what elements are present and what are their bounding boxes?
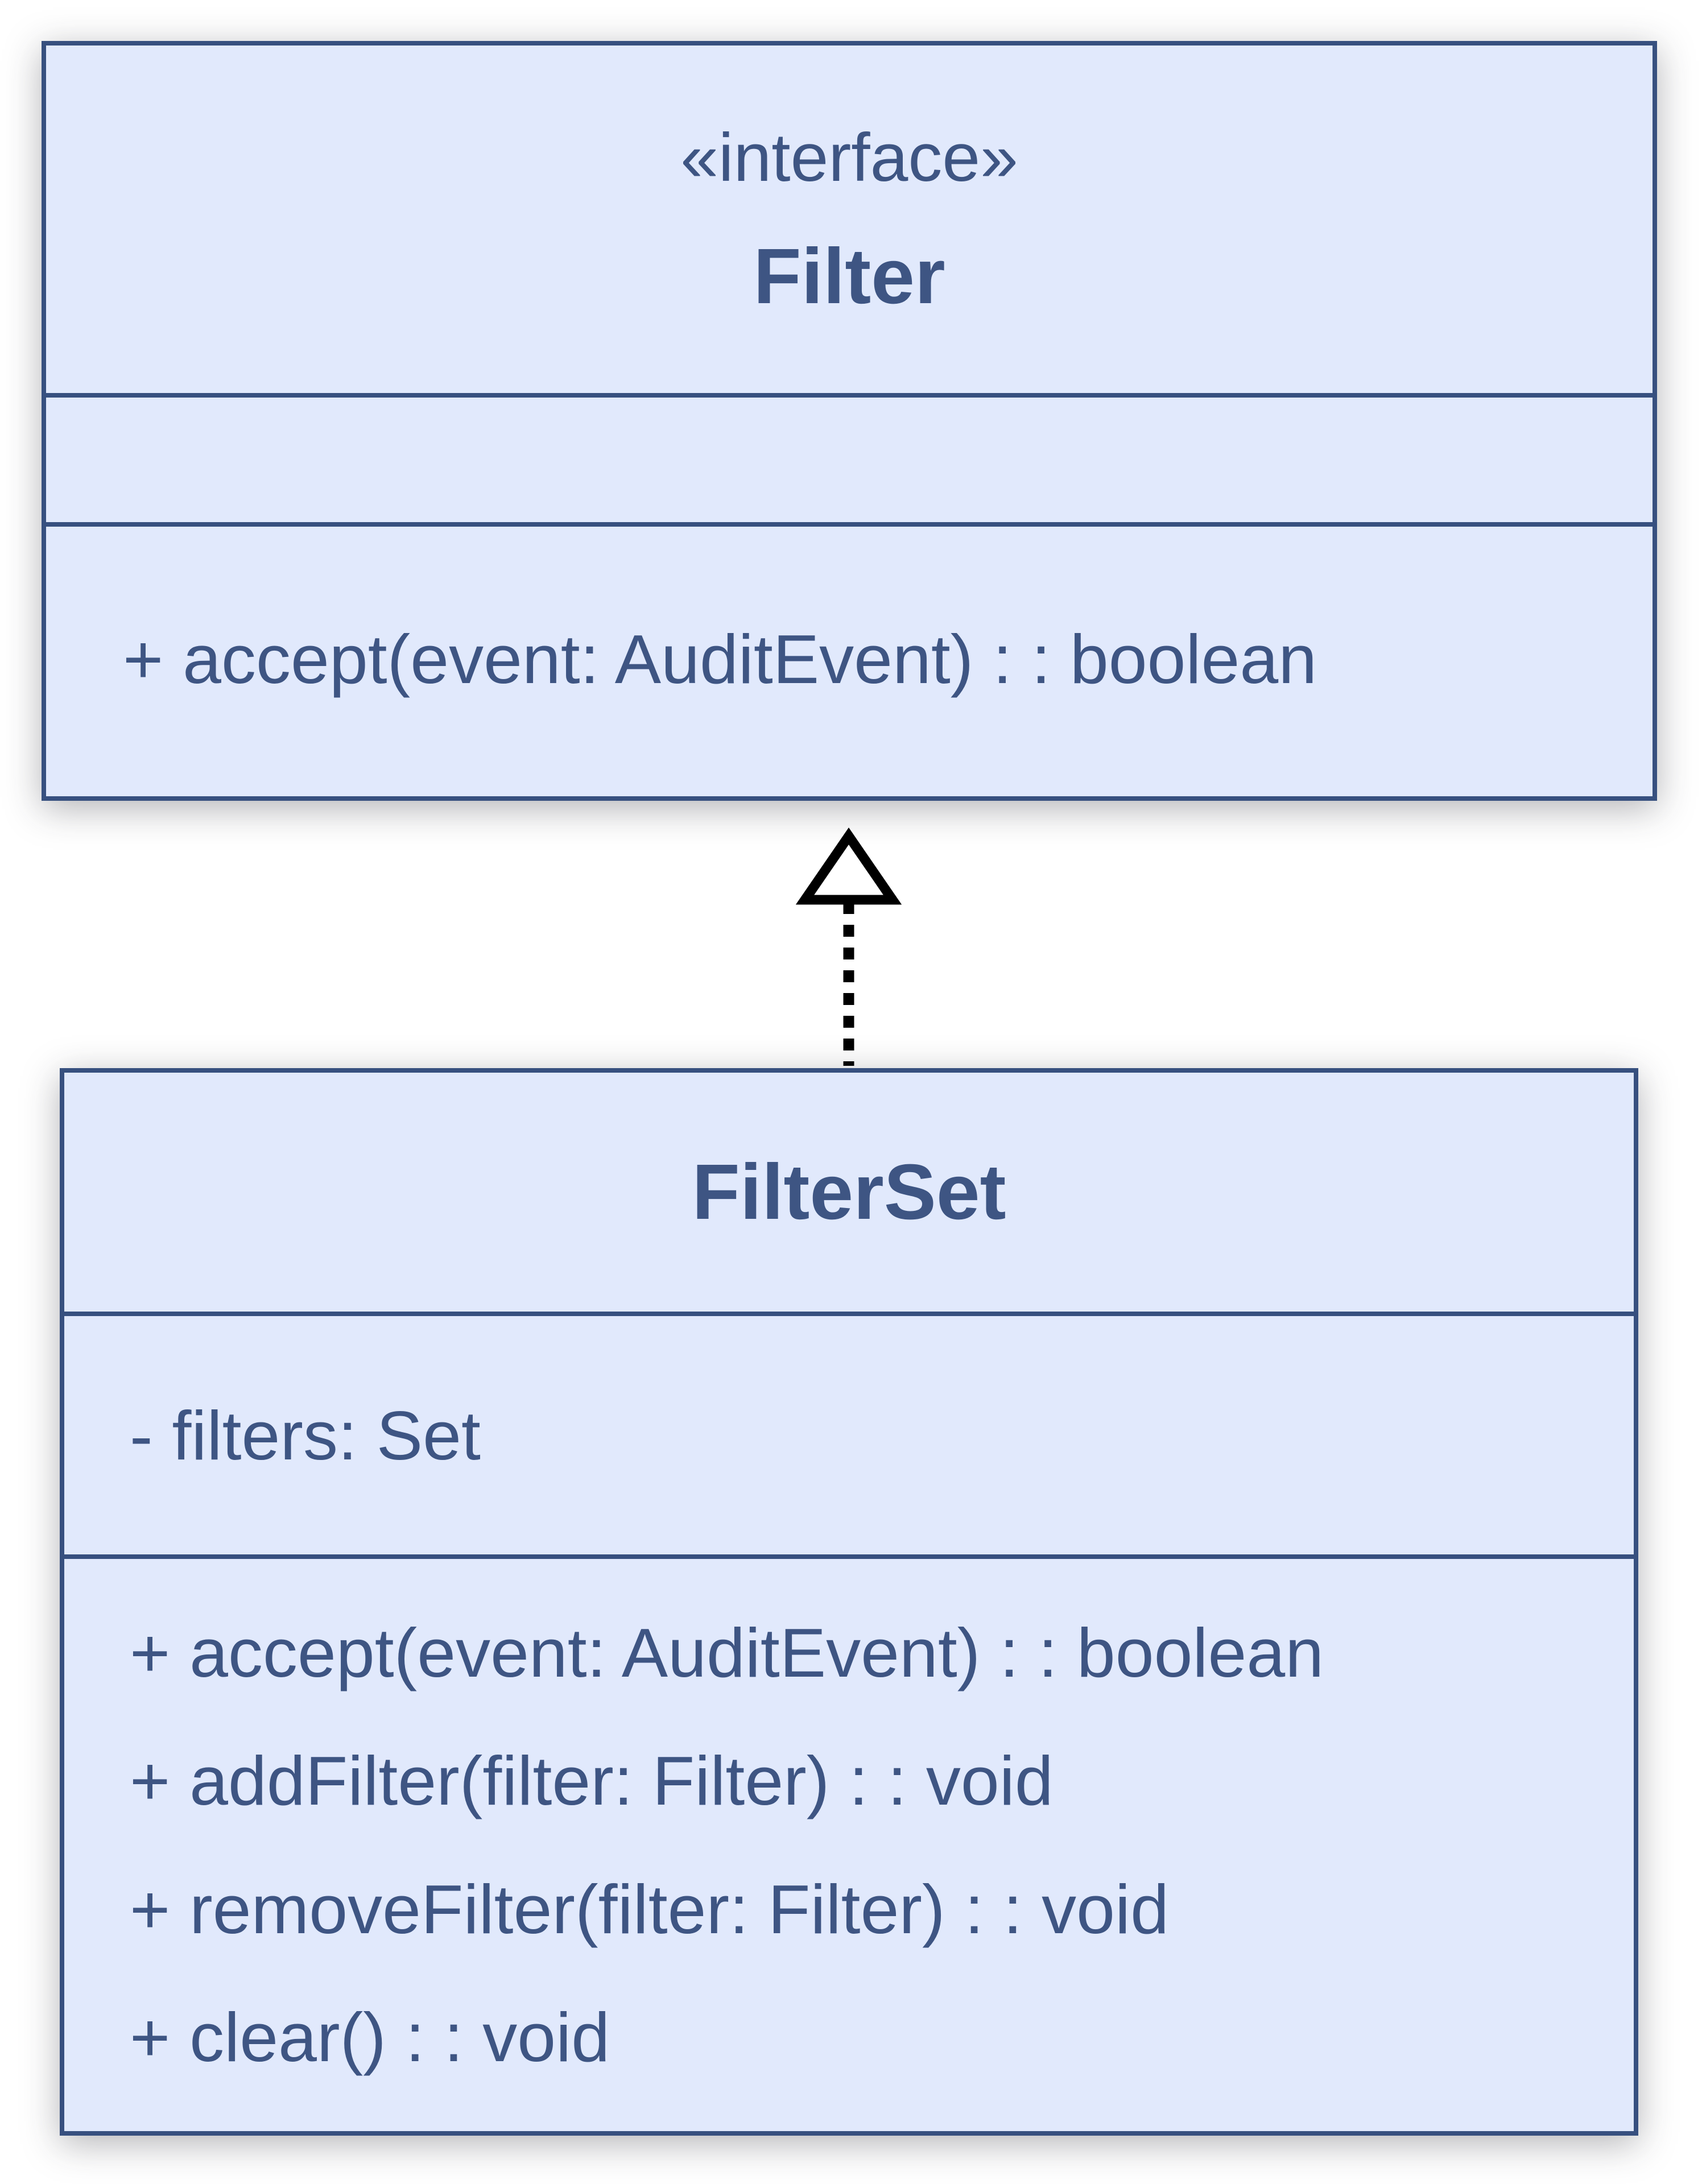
method-label: + addFilter(filter: Filter) : : void: [130, 1742, 1054, 1820]
filter-title-compartment: «interface» Filter: [46, 46, 1653, 398]
method-label: + accept(event: AuditEvent) : : boolean: [123, 621, 1317, 698]
method-label: + accept(event: AuditEvent) : : boolean: [130, 1614, 1324, 1691]
filter-methods-compartment: + accept(event: AuditEvent) : : boolean: [46, 527, 1653, 792]
attribute-label: - filters: Set: [130, 1396, 481, 1474]
class-box-filterset[interactable]: FilterSet - filters: Set + accept(event:…: [60, 1068, 1638, 2136]
class-box-filter[interactable]: «interface» Filter + accept(event: Audit…: [42, 41, 1657, 801]
method-label: + clear() : : void: [130, 1999, 610, 2077]
filterset-methods-compartment: + accept(event: AuditEvent) : : boolean …: [64, 1559, 1634, 2131]
realization-arrow[interactable]: [783, 801, 914, 1068]
filterset-attributes-compartment: - filters: Set: [64, 1316, 1634, 1559]
filterset-title-compartment: FilterSet: [64, 1073, 1634, 1316]
filter-attributes-compartment: [46, 398, 1653, 527]
method-label: + removeFilter(filter: Filter) : : void: [130, 1870, 1169, 1948]
filter-class-name: Filter: [753, 232, 945, 320]
filterset-class-name: FilterSet: [692, 1148, 1006, 1236]
realization-triangle-head: [795, 827, 902, 905]
filter-stereotype-label: «interface»: [680, 119, 1018, 196]
